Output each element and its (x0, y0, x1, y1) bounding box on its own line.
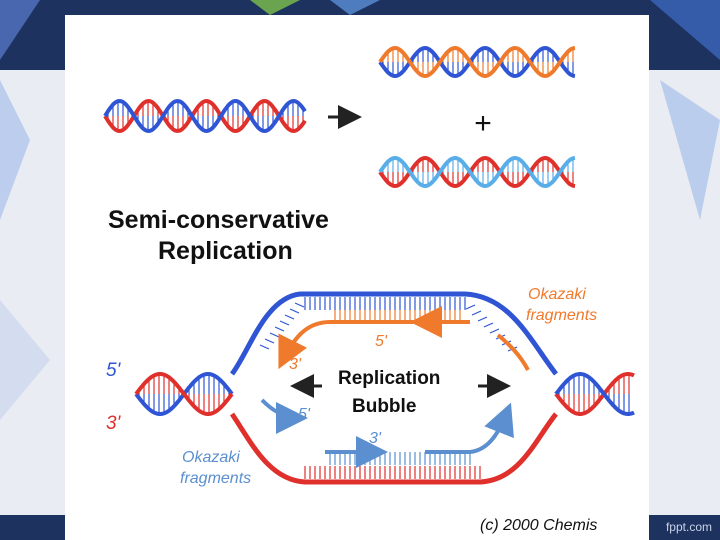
label-5prime-bottom: 5' (298, 406, 311, 423)
okazaki-top-label-1: Okazaki (528, 286, 586, 303)
title-line-2: Replication (158, 237, 293, 265)
okazaki-bottom-label-2: fragments (180, 470, 251, 487)
bubble-label-2: Bubble (352, 396, 416, 417)
okazaki-top-fragment (498, 335, 528, 370)
okazaki-top-label-2: fragments (526, 307, 597, 324)
top-strand-base (295, 303, 304, 307)
okazaki-bottom-fragment-1 (262, 400, 300, 418)
top-strand-base (490, 329, 499, 333)
label-3prime-top: 3' (289, 356, 302, 373)
title-line-1: Semi-conservative (108, 206, 329, 234)
okazaki-bottom-label-1: Okazaki (182, 449, 240, 466)
top-strand-base (265, 339, 274, 343)
parent-strand-b (105, 101, 305, 131)
top-strand-base (472, 311, 481, 315)
label-5prime-top: 5' (375, 333, 388, 350)
top-strand-base (275, 327, 284, 331)
parent-dna-helix (105, 101, 305, 131)
plus-sign: + (474, 107, 492, 140)
copyright-text: (c) 2000 Chemis (480, 517, 597, 534)
top-strand-base (260, 345, 269, 349)
top-strand-base (285, 315, 294, 319)
top-strand-base (290, 309, 299, 313)
label-3prime-bottom: 3' (369, 430, 382, 447)
top-strand-base (478, 317, 487, 321)
top-parent-strand (232, 294, 556, 374)
strand-5prime-left: 5' (106, 360, 122, 381)
top-strand-base (466, 305, 475, 309)
strand-3prime-left: 3' (106, 413, 122, 434)
daughter-dna-helix-2 (380, 158, 575, 186)
bottom-parent-strand (232, 414, 556, 482)
footer-site-logo: fppt.com (666, 520, 712, 534)
daughter-dna-helix-1 (380, 48, 575, 76)
top-strand-base (280, 321, 289, 325)
top-strand-base (270, 333, 279, 337)
bubble-label-1: Replication (338, 368, 440, 389)
top-strand-base (484, 323, 493, 327)
okazaki-bottom-fragment-3 (425, 410, 508, 452)
okazaki-top-new-strand (282, 322, 465, 362)
